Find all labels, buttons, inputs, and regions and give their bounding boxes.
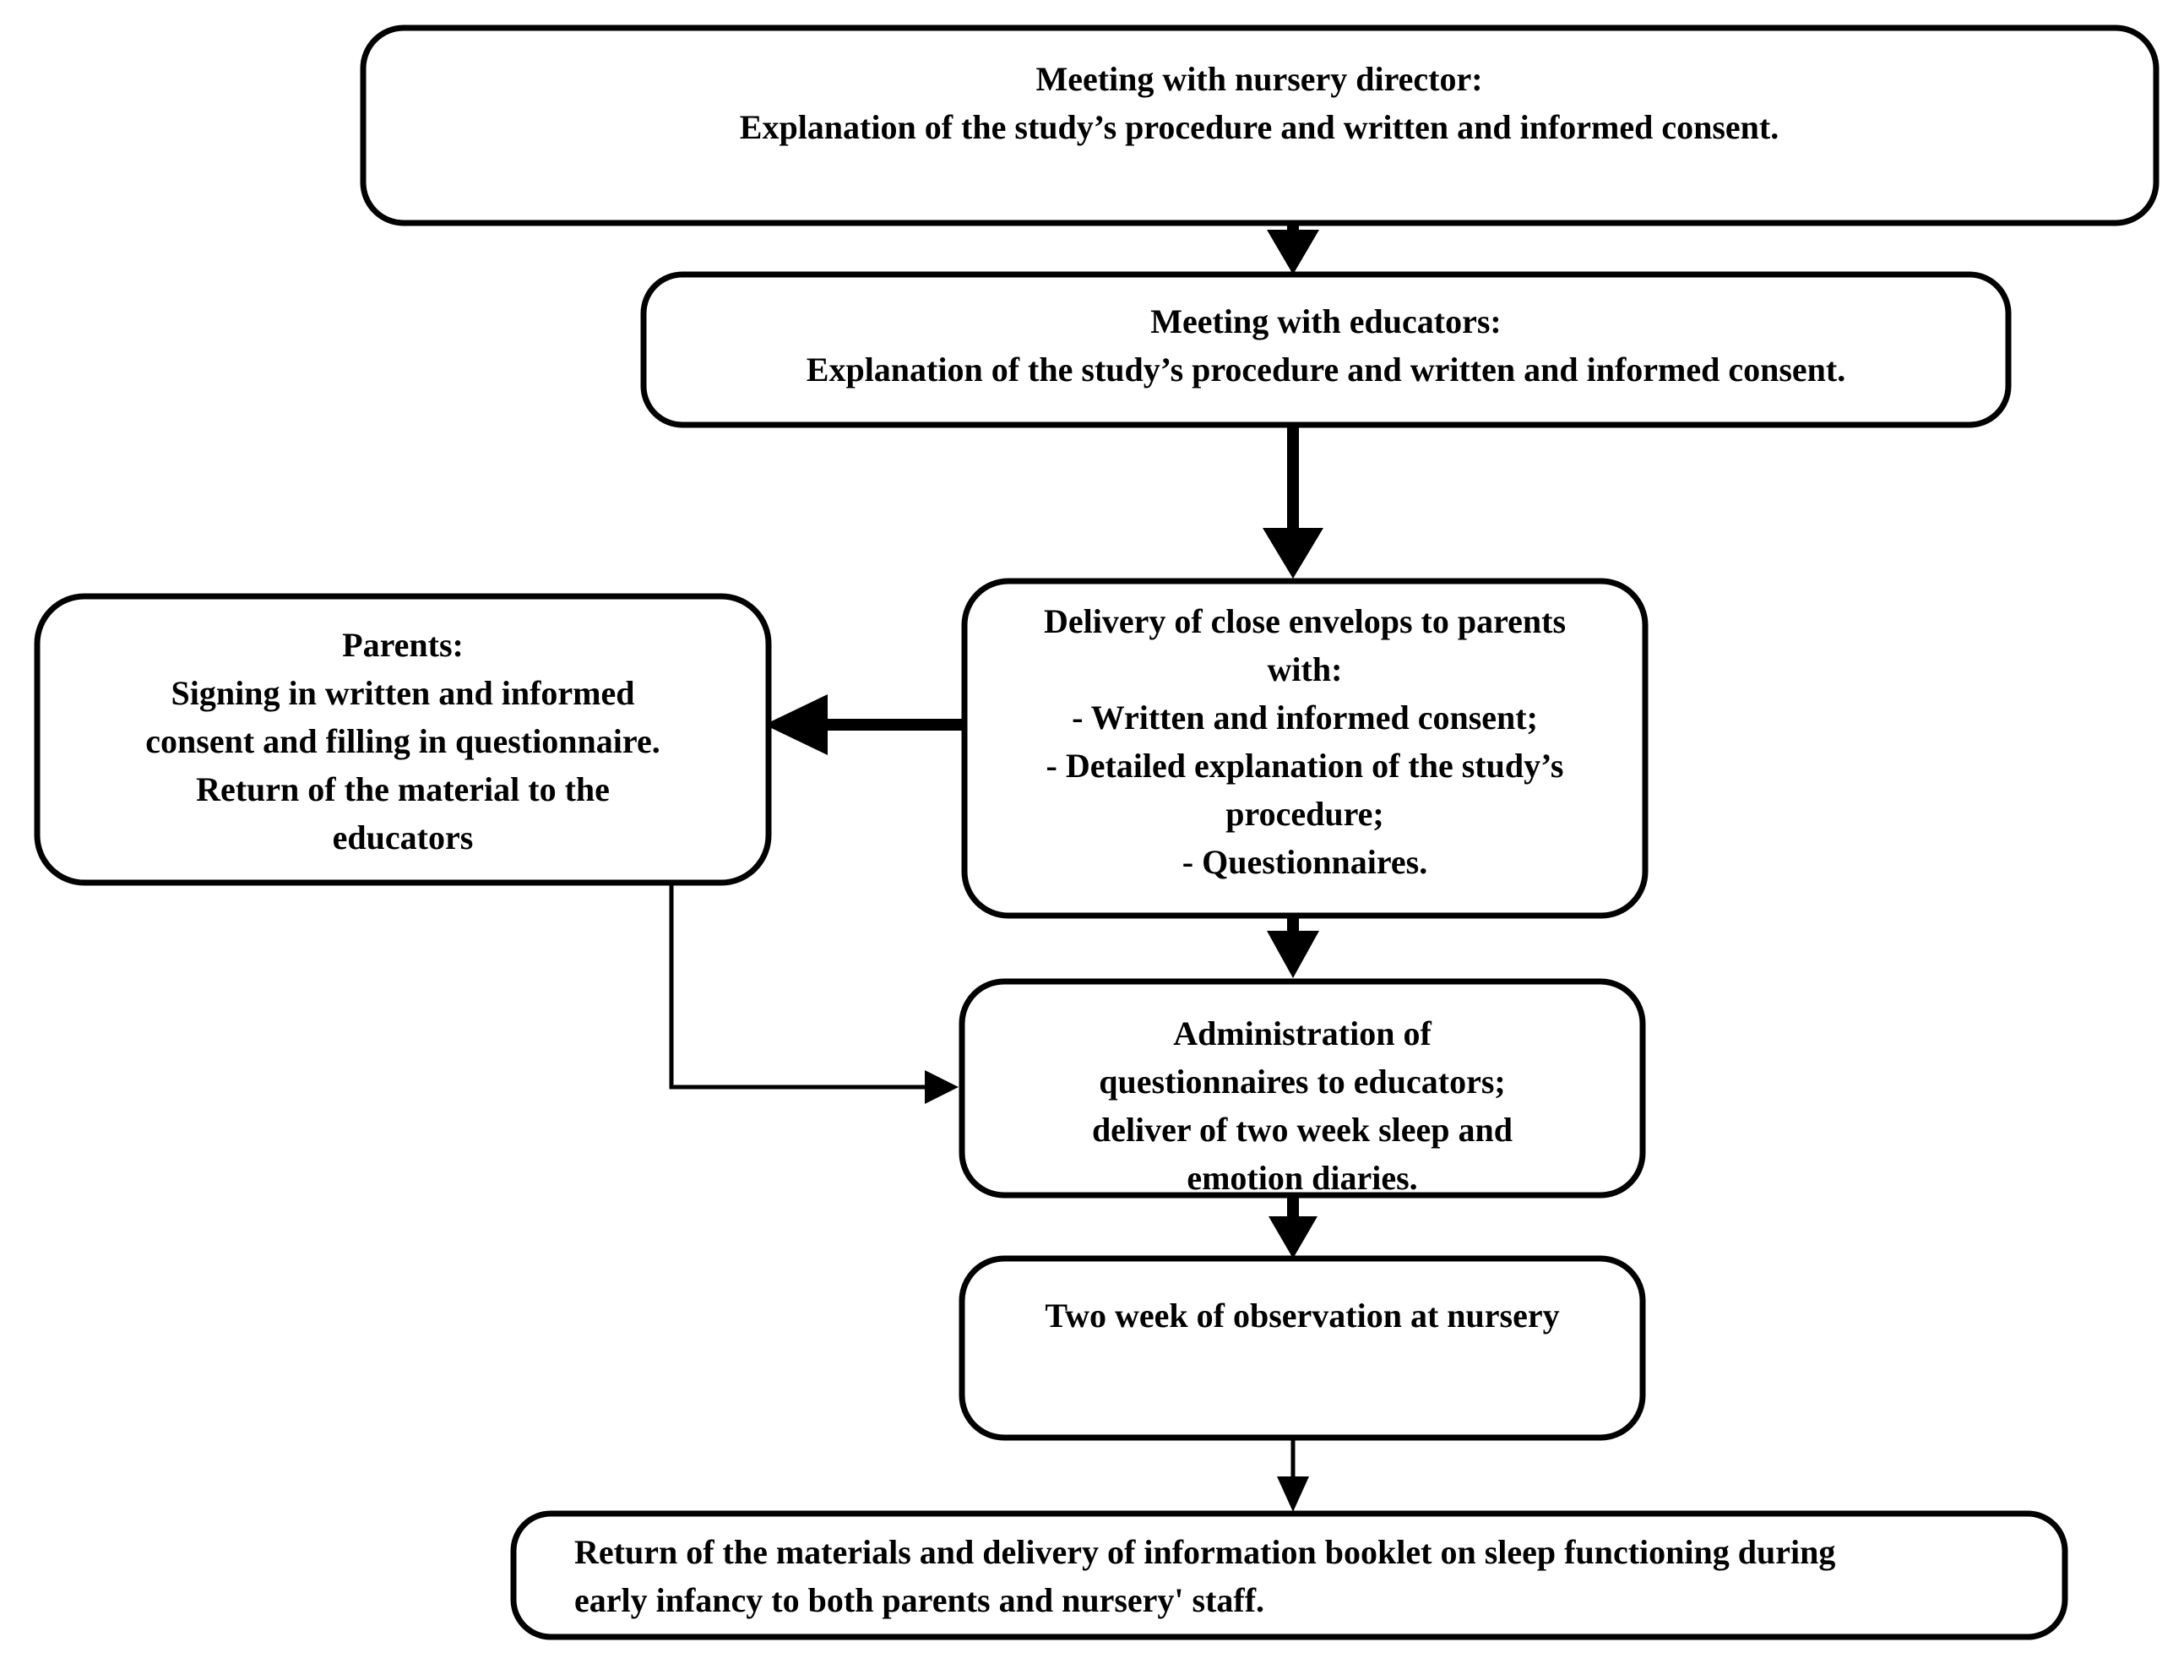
node-return-of-materials[interactable]: Return of the materials and delivery of … [510,1510,2068,1640]
node-label-parents-line2: Signing in written and informed [171,674,635,712]
node-label-return-line2: early infancy to both parents and nurser… [574,1581,1264,1619]
connector-delivery-to-parents [764,694,963,755]
connector-delivery-to-administration [1267,916,1319,978]
node-label-delivery-line6: - Questionnaires. [1182,843,1427,881]
node-box-return-materials[interactable] [510,1510,2068,1640]
node-parents[interactable]: Parents: Signing in written and informed… [34,593,772,886]
connector-educators-to-delivery [1263,425,1323,579]
node-box-administration[interactable] [959,978,1646,1199]
node-label-parents-line4: Return of the material to the [196,770,610,808]
connector-observation-to-return [1277,1438,1309,1512]
node-label-delivery-line1: Delivery of close envelops to parents [1044,602,1566,640]
node-label-administration-line2: questionnaires to educators; [1099,1063,1505,1101]
node-label-meeting-educators-line2: Explanation of the study’s procedure and… [807,351,1845,389]
node-label-delivery-line2: with: [1268,650,1343,688]
node-box-meeting-educators[interactable] [640,271,2012,428]
node-box-parents[interactable] [34,593,772,886]
node-delivery-of-close-envelops[interactable]: Delivery of close envelops to parents wi… [961,578,1649,919]
node-box-meeting-director[interactable] [360,24,2160,226]
node-label-return-line1: Return of the materials and delivery of … [574,1533,1835,1571]
node-two-week-observation[interactable]: Two week of observation at nursery [959,1255,1646,1441]
node-label-meeting-director-line1: Meeting with nursery director: [1035,60,1482,98]
node-label-parents-line1: Parents: [342,626,464,664]
node-label-administration-line3: deliver of two week sleep and [1092,1111,1513,1149]
node-box-delivery-envelops[interactable] [961,578,1649,919]
node-label-parents-line3: consent and filling in questionnaire. [145,722,660,760]
node-label-delivery-line4: - Detailed explanation of the study’s [1046,747,1564,785]
node-label-meeting-educators-line1: Meeting with educators: [1150,302,1501,340]
node-label-administration-line4: emotion diaries. [1187,1159,1417,1197]
node-label-delivery-line3: - Written and informed consent; [1072,699,1538,737]
node-label-observation-line1: Two week of observation at nursery [1045,1297,1559,1335]
node-label-meeting-director-line2: Explanation of the study’s procedure and… [740,108,1779,146]
connector-administration-to-observation [1269,1195,1317,1259]
node-box-observation[interactable] [959,1255,1646,1441]
node-label-parents-line5: educators [333,818,474,856]
connector-parents-to-administration [669,883,959,1104]
node-label-delivery-line5: procedure; [1225,795,1383,833]
node-label-administration-line1: Administration of [1173,1014,1432,1052]
node-meeting-with-nursery-director[interactable]: Meeting with nursery director: Explanati… [360,24,2160,226]
node-meeting-with-educators[interactable]: Meeting with educators: Explanation of t… [640,271,2012,428]
node-administration-of-questionnaires[interactable]: Administration of questionnaires to educ… [959,978,1646,1199]
connector-director-to-educators [1267,223,1319,275]
